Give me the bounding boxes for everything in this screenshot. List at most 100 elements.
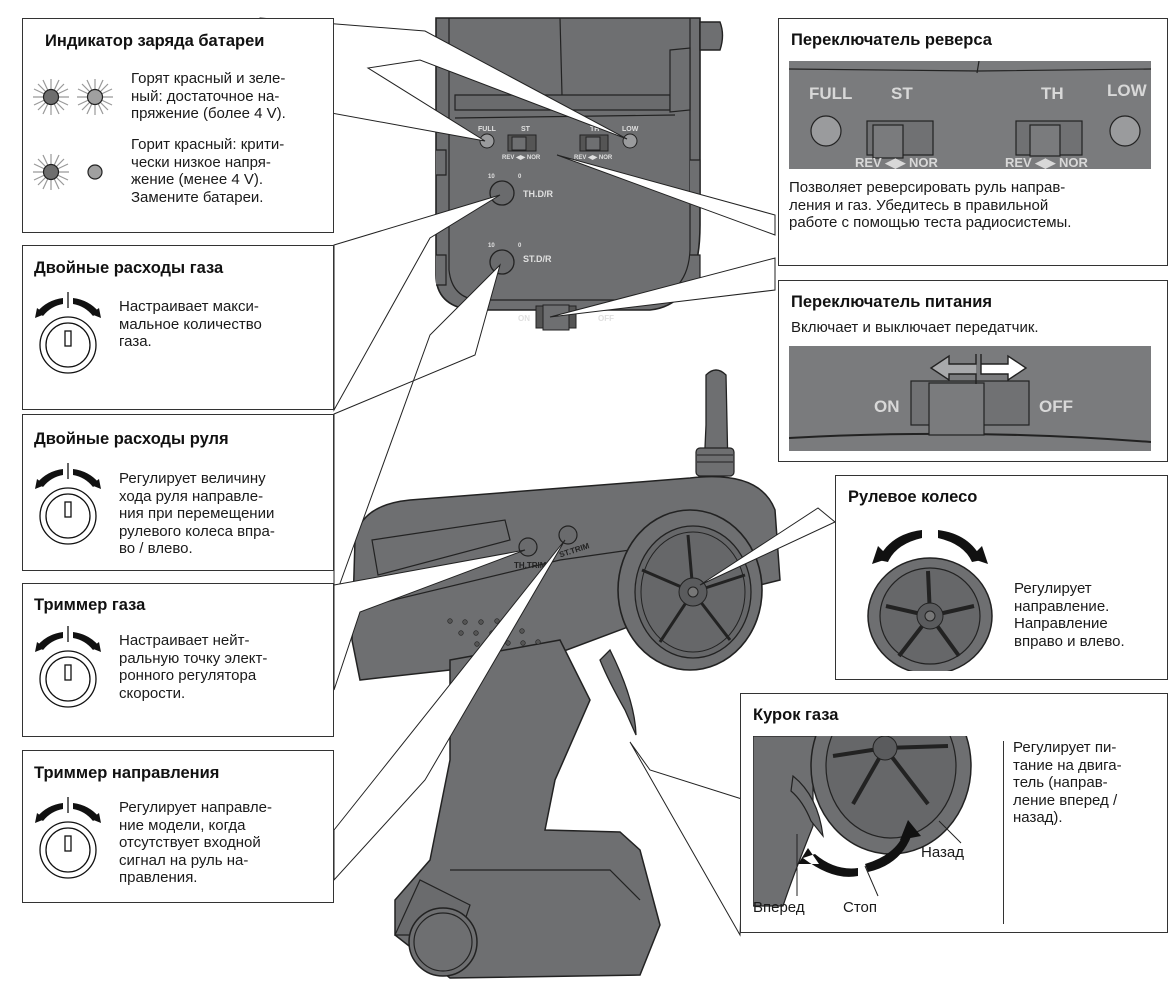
st-dr-max: 10 (488, 243, 495, 249)
battery-indicator-box: Индикатор заряда батареи Горят красный и… (22, 18, 334, 233)
throttle-trim-text: Настраивает нейт- ральную точку элект- р… (119, 632, 319, 702)
back-label: Назад (921, 844, 964, 861)
text-line: пряжение (более 4 V). (131, 105, 286, 122)
reverse-switch-panel: FULL ST TH LOW REV ◀▶ NOR REV ◀▶ NOR (789, 61, 1151, 169)
transmitter-th-rev-nor: REV ◀▶ NOR (574, 154, 613, 161)
text-line: жение (менее 4 V). (131, 171, 264, 188)
text-line: ронного регулятора (119, 667, 257, 684)
text-line: направление. (1014, 597, 1110, 615)
led-green-off-icon (87, 164, 103, 180)
throttle-trigger-text: Регулирует пи- тание на двига- тель (нап… (1013, 739, 1153, 827)
throttle-trigger-box: Курок газа Вперед Стоп Назад Регулирует … (740, 693, 1168, 933)
steering-dual-rate-text: Регулирует величину хода руля направле- … (119, 470, 319, 558)
text-line: тель (направ- (1013, 774, 1108, 791)
panel-off-label: OFF (1039, 397, 1073, 416)
throttle-dual-rate-title: Двойные расходы газа (34, 259, 224, 277)
forward-label: Вперед (753, 899, 805, 916)
transmitter-side-view: TH.TRIM ST.TRIM (351, 369, 781, 979)
callout-leaders (259, 17, 836, 937)
panel-on-label: ON (874, 397, 900, 416)
steering-trim-title: Триммер направления (34, 764, 220, 782)
throttle-dual-rate-text: Настраивает макси- мальное количество га… (119, 298, 319, 351)
steering-wheel-text: Регулирует направление. Направление впра… (1014, 580, 1164, 650)
led-red-lit-icon (33, 154, 69, 190)
arrow-back-icon (865, 820, 921, 872)
arrow-left-icon (929, 354, 977, 384)
text-line: ральную точку элект- (119, 649, 268, 667)
throttle-dual-rate-box: Двойные расходы газа Настраивает макси- … (22, 245, 334, 410)
transmitter-on-label: ON (518, 314, 530, 323)
steering-dual-rate-box: Двойные расходы руля Регулирует величину… (22, 414, 334, 571)
transmitter-off-label: OFF (598, 314, 614, 323)
steering-trim-text: Регулирует направле- ние модели, когда о… (119, 799, 319, 887)
text-line: мальное количество (119, 315, 262, 333)
text-line: тание на двига- (1013, 756, 1122, 774)
th-dr-label: TH.D/R (523, 189, 553, 199)
stop-label: Стоп (843, 899, 877, 916)
st-dr-label: ST.D/R (523, 254, 552, 264)
text-line: Регулирует направле- (119, 799, 272, 816)
text-line: правления. (119, 869, 198, 886)
text-line: ления и газ. Убедитесь в правильной (789, 196, 1049, 214)
throttle-trigger-title: Курок газа (753, 706, 839, 724)
transmitter-st-label: ST (521, 126, 531, 133)
led-red-lit-icon (33, 79, 69, 115)
th-dr-max: 10 (488, 174, 495, 180)
panel-th-label: TH (1041, 84, 1064, 103)
text-line: ния при перемещении (119, 505, 275, 522)
dial-knob-icon (35, 292, 101, 374)
throttle-trim-box: Триммер газа Настраивает нейт- ральную т… (22, 583, 334, 737)
steering-trim-box: Триммер направления Регулирует направле-… (22, 750, 334, 903)
steering-wheel-box: Рулевое колесо Регулирует направление. Н… (835, 475, 1168, 680)
text-line: сигнал на руль на- (119, 851, 249, 869)
th-rev-nor-label: REV ◀▶ NOR (1005, 155, 1088, 169)
th-trim-label: TH.TRIM (514, 561, 547, 570)
steering-wheel-title: Рулевое колесо (848, 488, 978, 506)
text-line: Горит красный: крити- (131, 136, 285, 153)
st-dr-min: 0 (518, 243, 522, 249)
transmitter-low-label: LOW (622, 126, 639, 133)
dial-knob-icon (35, 463, 101, 545)
divider (1003, 741, 1004, 924)
steering-wheel-icon (867, 530, 993, 671)
dial-knob-icon (35, 797, 101, 879)
text-line: Позволяет реверсировать руль направ- (789, 179, 1066, 196)
battery-low-text: Горит красный: крити- чески низкое напря… (131, 136, 321, 206)
text-line: Замените батареи. (131, 188, 264, 206)
steering-dual-rate-title: Двойные расходы руля (34, 430, 229, 448)
text-line: ление вперед / (1013, 791, 1118, 809)
text-line: Горят красный и зеле- (131, 70, 286, 87)
reverse-switch-title: Переключатель реверса (791, 31, 992, 49)
text-line: рулевого колеса впра- (119, 522, 275, 540)
text-line: Регулирует (1014, 580, 1092, 597)
text-line: скорости. (119, 684, 186, 702)
text-line: во / влево. (119, 540, 193, 557)
battery-indicator-title: Индикатор заряда батареи (45, 32, 265, 50)
throttle-trim-title: Триммер газа (34, 596, 146, 614)
dial-knob-icon (35, 626, 101, 708)
text-line: газа. (119, 333, 152, 350)
th-dr-min: 0 (518, 174, 522, 180)
power-switch-title: Переключатель питания (791, 293, 993, 311)
panel-full-label: FULL (809, 84, 852, 103)
throttle-trigger-illustration (753, 736, 972, 907)
st-rev-nor-label: REV ◀▶ NOR (855, 155, 938, 169)
power-switch-subtitle: Включает и выключает передатчик. (791, 319, 1039, 336)
text-line: Настраивает нейт- (119, 632, 250, 649)
full-led-icon (810, 115, 842, 147)
transmitter-st-rev-nor: REV ◀▶ NOR (502, 154, 541, 161)
transmitter-full-label: FULL (478, 126, 497, 133)
led-green-lit-icon (77, 79, 113, 115)
text-line: Настраивает макси- (119, 298, 259, 315)
text-line: ный: достаточное на- (131, 87, 280, 105)
text-line: хода руля направле- (119, 487, 264, 505)
panel-st-label: ST (891, 84, 913, 103)
text-line: Регулирует пи- (1013, 739, 1117, 756)
battery-ok-text: Горят красный и зеле- ный: достаточное н… (131, 70, 321, 123)
arrow-forward-icon (798, 848, 858, 877)
power-switch-box: Переключатель питания Включает и выключа… (778, 280, 1168, 462)
power-switch-panel: ON OFF (789, 346, 1151, 451)
text-line: чески низкое напря- (131, 153, 271, 171)
text-line: назад). (1013, 809, 1063, 826)
